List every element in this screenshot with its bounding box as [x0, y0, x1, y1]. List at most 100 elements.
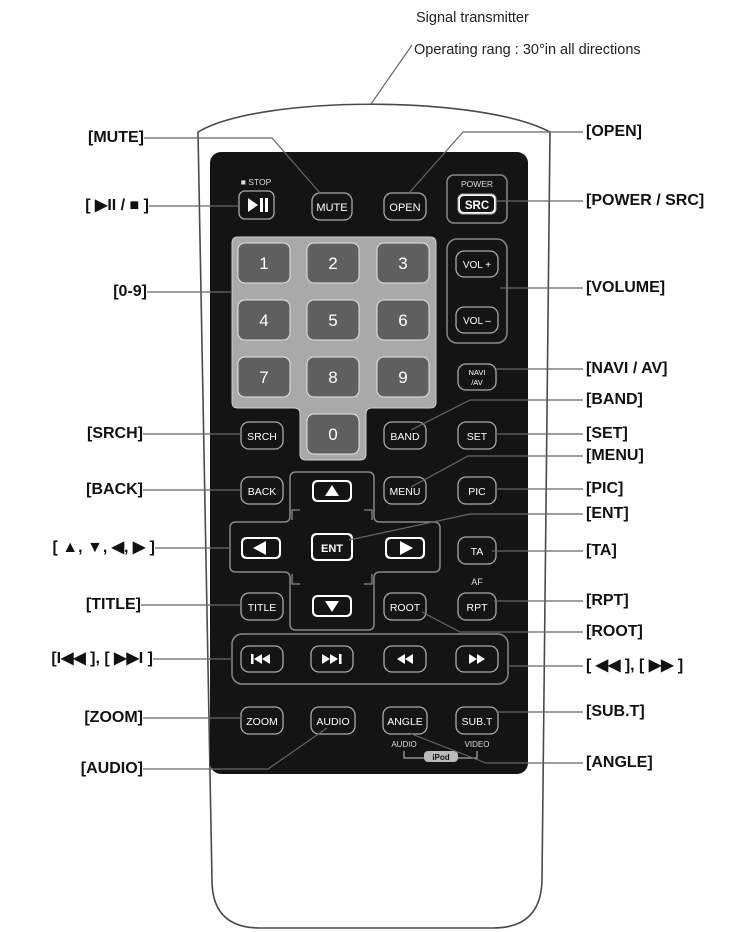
ta-button[interactable]: TA [457, 536, 497, 565]
mute-button[interactable]: MUTE [311, 192, 353, 221]
svg-text:PIC: PIC [468, 486, 486, 498]
power-tag: POWER [461, 179, 493, 189]
zoom-button[interactable]: ZOOM [240, 706, 284, 735]
root-button[interactable]: ROOT [383, 592, 427, 621]
svg-text:SRCH: SRCH [247, 431, 277, 443]
fast-forward-button[interactable] [455, 645, 499, 673]
svg-text:ROOT: ROOT [390, 602, 421, 614]
right-leader-lines [348, 131, 583, 764]
menu-button[interactable]: MENU [383, 476, 427, 505]
vol-plus-button[interactable]: VOL + [455, 250, 499, 278]
audio-tag: AUDIO [391, 740, 416, 749]
svg-text:VOL –: VOL – [463, 316, 491, 327]
callout-set: [SET] [586, 425, 628, 442]
digit-key-3[interactable]: 3 [376, 242, 430, 284]
skip-next-button[interactable] [310, 645, 354, 673]
callout-digits: [0-9] [113, 283, 147, 300]
src-button[interactable]: SRC [457, 193, 497, 215]
right-arrow-button[interactable] [385, 537, 425, 559]
ipod-badge [424, 751, 458, 762]
af-tag: AF [471, 577, 483, 587]
callout-band: [BAND] [586, 391, 643, 408]
angle-button[interactable]: ANGLE [382, 706, 428, 735]
digit-key-0[interactable]: 0 [306, 413, 360, 455]
rpt-button[interactable]: RPT [457, 592, 497, 621]
rewind-button[interactable] [383, 645, 427, 673]
digit-key-1[interactable]: 1 [237, 242, 291, 284]
direction-pad-outline [229, 471, 441, 631]
ent-button[interactable]: ENT [311, 533, 353, 561]
svg-text:3: 3 [398, 254, 407, 273]
callout-subt: [SUB.T] [586, 703, 645, 720]
svg-text:6: 6 [398, 311, 407, 330]
back-button[interactable]: BACK [240, 476, 284, 505]
left-arrow-button[interactable] [241, 537, 281, 559]
subt-button[interactable]: SUB.T [455, 706, 499, 735]
svg-text:BACK: BACK [248, 486, 277, 498]
down-arrow-button[interactable] [312, 595, 352, 617]
digit-key-6[interactable]: 6 [376, 299, 430, 341]
band-button[interactable]: BAND [383, 421, 427, 450]
signal-transmitter-label: Signal transmitter [416, 10, 529, 26]
srch-button[interactable]: SRCH [240, 421, 284, 450]
svg-text:8: 8 [328, 368, 337, 387]
callout-open: [OPEN] [586, 123, 642, 140]
svg-text:SRC: SRC [465, 200, 489, 212]
svg-text:7: 7 [259, 368, 268, 387]
ent-bracket-tl [291, 509, 300, 520]
svg-text:OPEN: OPEN [389, 202, 420, 214]
root-leader [421, 611, 583, 633]
digit-key-9[interactable]: 9 [376, 356, 430, 398]
band-leader [410, 399, 583, 431]
set-button[interactable]: SET [457, 421, 497, 450]
svg-text:SUB.T: SUB.T [462, 716, 494, 728]
digit-key-7[interactable]: 7 [237, 356, 291, 398]
callout-volume: [VOLUME] [586, 279, 666, 296]
digit-key-4[interactable]: 4 [237, 299, 291, 341]
digit-key-5[interactable]: 5 [306, 299, 360, 341]
callout-play-stop: [ ▶II / ■ ] [85, 197, 149, 214]
svg-text:0: 0 [328, 425, 337, 444]
svg-text:MUTE: MUTE [316, 202, 347, 214]
svg-text:2: 2 [328, 254, 337, 273]
digit-key-8[interactable]: 8 [306, 356, 360, 398]
open-leader [408, 131, 583, 194]
play-pause-button[interactable] [238, 190, 275, 220]
title-button[interactable]: TITLE [240, 592, 284, 621]
open-button[interactable]: OPEN [383, 192, 427, 221]
callout-ent: [ENT] [586, 505, 629, 522]
callout-navi-av: [NAVI / AV] [586, 360, 668, 377]
svg-text:VOL +: VOL + [463, 260, 491, 271]
svg-text:ANGLE: ANGLE [387, 716, 423, 728]
svg-text:AUDIO: AUDIO [316, 716, 349, 728]
video-tag: VIDEO [465, 740, 490, 749]
callout-rpt: [RPT] [586, 592, 629, 609]
vol-minus-button[interactable]: VOL – [455, 306, 499, 334]
callout-skip: [I◀◀ ], [ ▶▶I ] [51, 650, 153, 667]
pic-button[interactable]: PIC [457, 476, 497, 505]
svg-text:ENT: ENT [321, 543, 343, 555]
digit-key-2[interactable]: 2 [306, 242, 360, 284]
angle-leader [408, 732, 583, 764]
operating-range-label: Operating rang : 30°in all directions [414, 42, 641, 58]
callout-arrows: [ ▲, ▼, ◀, ▶ ] [52, 539, 156, 556]
callout-menu: [MENU] [586, 447, 644, 464]
navi-av-button[interactable]: NAVI /AV [457, 363, 497, 391]
callout-back: [BACK] [86, 481, 143, 498]
svg-text:TA: TA [471, 546, 484, 558]
svg-text:RPT: RPT [467, 602, 489, 614]
svg-text:9: 9 [398, 368, 407, 387]
callout-root: [ROOT] [586, 623, 643, 640]
menu-leader [410, 455, 583, 488]
stop-tag: ■ STOP [241, 177, 272, 187]
callout-audio: [AUDIO] [80, 760, 143, 777]
audio-button[interactable]: AUDIO [310, 706, 356, 735]
up-arrow-button[interactable] [312, 480, 352, 502]
callout-power-src: [POWER / SRC] [586, 192, 705, 209]
ipod-tag: iPod [432, 753, 449, 762]
transmitter-leader-line [370, 44, 413, 105]
svg-text:ZOOM: ZOOM [246, 716, 278, 728]
skip-previous-button[interactable] [240, 645, 284, 673]
